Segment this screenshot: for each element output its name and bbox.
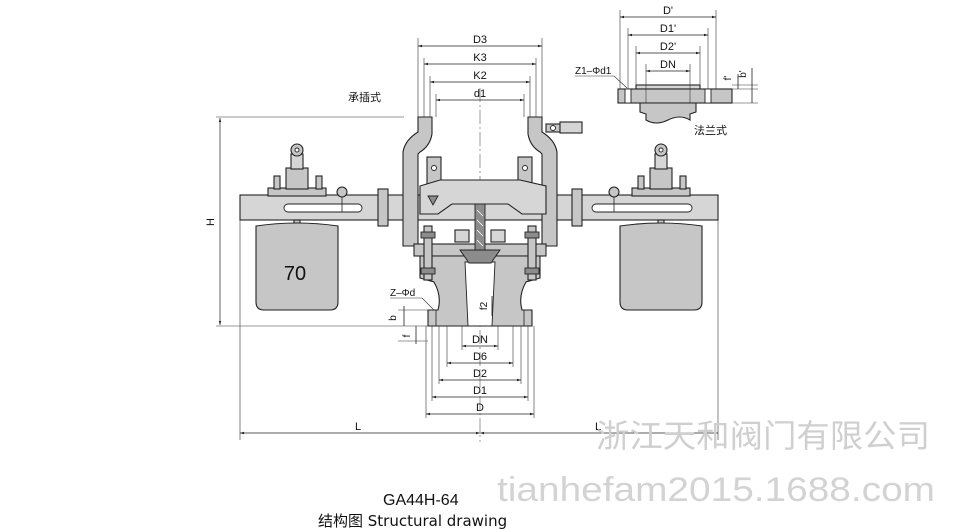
caption-title: 结构图 Structural drawing — [318, 512, 507, 530]
socket-type-label: 承插式 — [348, 90, 381, 104]
watermark-website: tianhefam2015.1688.com — [497, 471, 935, 509]
dim-label-D2: D2 — [473, 368, 487, 380]
flange-bolt-callout: Z1–Φd1 — [575, 66, 612, 77]
dim-label-D1-prime: D1' — [660, 23, 676, 35]
counterweight-mass-label: 70 — [284, 263, 306, 285]
valve-body — [413, 203, 547, 327]
dim-label-K2: K2 — [473, 70, 486, 82]
flange-type-label: 法兰式 — [694, 123, 727, 137]
dim-label-f: f — [402, 334, 413, 337]
flange-inset: D' D1' D2' DN Z1–Φd1 f' b' 法兰式 — [575, 5, 758, 137]
lever-slot-left — [283, 203, 363, 213]
dim-label-DN: DN — [472, 334, 488, 346]
dim-label-D-prime: D' — [663, 5, 673, 17]
dim-label-d1: d1 — [474, 88, 486, 100]
socket-body — [402, 116, 583, 247]
caption: GA44H-64 结构图 Structural drawing — [318, 492, 507, 530]
dim-label-D6: D6 — [473, 351, 487, 363]
dim-label-b-prime: b' — [738, 70, 749, 78]
length-dimensions: L L — [240, 421, 718, 435]
watermark: 浙江天和阀门有限公司 tianhefam2015.1688.com — [497, 417, 935, 509]
dim-label-DN-flange: DN — [660, 59, 676, 71]
dim-label-D: D — [476, 402, 484, 414]
dim-label-f2: f2 — [479, 301, 490, 310]
watermark-company: 浙江天和阀门有限公司 — [596, 417, 930, 455]
dim-label-L-left: L — [355, 421, 361, 433]
dim-label-b: b — [388, 315, 399, 321]
dim-label-f-prime: f' — [723, 76, 734, 81]
counterweight-left: 70 — [255, 143, 339, 311]
socket-dimensions: D3 K3 K2 d1 承插式 — [348, 34, 543, 117]
dim-label-H: H — [205, 218, 217, 226]
counterweight-right — [619, 143, 703, 311]
valve-stem — [474, 203, 486, 251]
dim-label-L-right: L — [595, 421, 601, 433]
lever-slot-right — [591, 203, 693, 213]
height-dimension: H — [205, 118, 222, 325]
dim-label-D2-prime: D2' — [660, 41, 676, 53]
bottom-dimensions: Z–Φd b f f2 DN D6 D2 D1 D — [388, 288, 535, 418]
dim-label-K3: K3 — [473, 52, 486, 64]
caption-model: GA44H-64 — [383, 492, 459, 509]
body-bolt-callout: Z–Φd — [390, 288, 415, 299]
dim-label-D3: D3 — [473, 34, 487, 46]
dim-label-D1: D1 — [473, 385, 487, 397]
